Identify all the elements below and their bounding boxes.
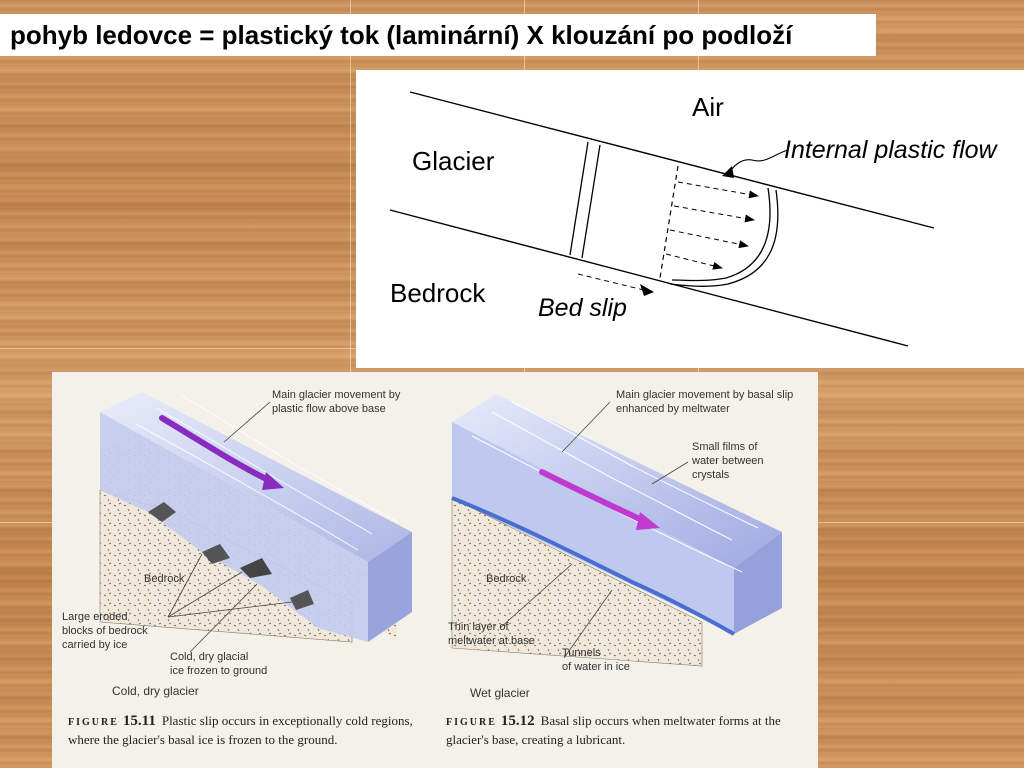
label-eroded-2: blocks of bedrock xyxy=(62,625,148,637)
label-cold-ice-2: ice frozen to ground xyxy=(170,665,267,677)
label-tunnels-1: Tunnels xyxy=(562,647,601,659)
label-cold-ice-1: Cold, dry glacial xyxy=(170,651,248,663)
column-line xyxy=(569,141,589,256)
slide-title: pohyb ledovce = plastický tok (laminární… xyxy=(0,14,876,56)
caption-text: Basal slip occurs when meltwater forms a… xyxy=(446,713,781,747)
label-tunnels-2: of water in ice xyxy=(562,661,630,673)
label-thin-layer-1: Thin layer of xyxy=(448,621,509,633)
velocity-arrow xyxy=(677,181,759,199)
label-internal-flow: Internal plastic flow xyxy=(784,136,999,164)
leader-arrowhead xyxy=(722,166,734,178)
dashed-reference-line xyxy=(659,165,679,279)
sub-label-wet: Wet glacier xyxy=(470,686,530,700)
label-thin-layer-2: meltwater at base xyxy=(448,635,535,647)
label-main-movement-left: Main glacier movement by xyxy=(272,389,401,401)
caption-text: Plastic slip occurs in exceptionally col… xyxy=(68,713,413,747)
label-eroded-3: carried by ice xyxy=(62,639,127,651)
label-main-movement-right-2: enhanced by meltwater xyxy=(616,403,730,415)
label-films-3: crystals xyxy=(692,469,730,481)
caption-figure-number: 15.12 xyxy=(500,713,535,729)
label-bed-slip: Bed slip xyxy=(538,294,627,322)
wet-glacier-block xyxy=(451,394,782,667)
caption-figure-word: FIGURE xyxy=(68,717,119,728)
label-films-2: water between xyxy=(691,455,764,467)
label-eroded-1: Large eroded xyxy=(62,611,127,623)
caption-figure-number: 15.11 xyxy=(122,713,156,729)
label-glacier: Glacier xyxy=(412,146,495,176)
flow-arrow xyxy=(159,415,275,485)
velocity-profile-curve xyxy=(669,189,779,287)
glacier-block-illustrations: Main glacier movement by plastic flow ab… xyxy=(62,389,793,677)
flow-diagram-svg: Air Glacier Bedrock Internal plastic flo… xyxy=(389,91,999,347)
glacier-surface-line xyxy=(409,91,935,229)
label-air: Air xyxy=(692,92,724,122)
velocity-arrow xyxy=(665,253,723,270)
velocity-profile-curve xyxy=(671,187,771,282)
velocity-arrow xyxy=(673,205,755,223)
column-line xyxy=(581,144,601,259)
label-bedrock: Bedrock xyxy=(390,278,486,308)
leader-line xyxy=(727,149,789,177)
label-main-movement-left-2: plastic flow above base xyxy=(272,403,386,415)
leader-lines xyxy=(167,401,689,659)
label-main-movement-right: Main glacier movement by basal slip xyxy=(616,389,793,401)
sub-label-cold: Cold, dry glacier xyxy=(112,684,199,698)
bedrock-line xyxy=(389,209,909,347)
velocity-arrow xyxy=(669,229,749,249)
bed-slip-arrowhead xyxy=(640,284,654,296)
flow-arrow xyxy=(539,469,649,525)
caption-figure-word: FIGURE xyxy=(446,717,497,728)
bed-slip-line xyxy=(577,273,653,293)
label-bedrock-left: Bedrock xyxy=(144,573,185,585)
cold-glacier-block xyxy=(99,392,412,643)
label-films-1: Small films of xyxy=(692,441,758,453)
flow-diagram: Air Glacier Bedrock Internal plastic flo… xyxy=(356,70,1024,368)
textbook-figure: Main glacier movement by plastic flow ab… xyxy=(52,372,818,768)
label-bedrock-right: Bedrock xyxy=(486,573,527,585)
